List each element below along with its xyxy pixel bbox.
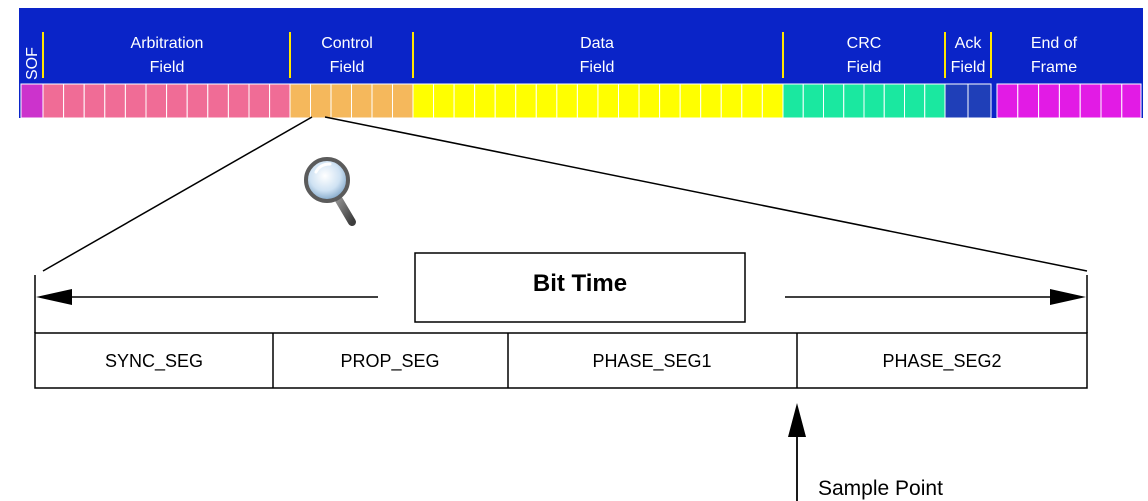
ack-bits — [944, 83, 992, 119]
segment-phase-seg2: PHASE_SEG2 — [882, 351, 1001, 372]
projection-line-left — [42, 116, 313, 272]
field-separators — [42, 32, 992, 78]
ack-label-1: Ack — [955, 35, 983, 52]
ack-label-2: Field — [951, 59, 986, 76]
control-bits — [289, 83, 414, 119]
sof-bit — [20, 83, 44, 119]
sample-point-marker: Sample Point — [788, 403, 943, 501]
arbitration-label-1: Arbitration — [131, 35, 204, 52]
sof-label: SOF — [24, 47, 41, 80]
control-label-1: Control — [321, 35, 373, 52]
segment-prop-seg: PROP_SEG — [340, 351, 439, 372]
arbitration-label-2: Field — [150, 59, 185, 76]
eof-bits — [996, 83, 1142, 119]
bit-cells-row — [20, 83, 1142, 119]
eof-label-2: Frame — [1031, 59, 1077, 76]
bit-time-dimension: Bit Time — [34, 252, 1088, 333]
projection-line-right — [324, 116, 1088, 272]
bit-time-label-box — [414, 252, 746, 323]
crc-label-2: Field — [847, 59, 882, 76]
segments-outline — [34, 332, 1088, 389]
data-bits — [412, 83, 784, 119]
zoom-projection-lines — [42, 116, 1088, 272]
arrow-left-icon — [36, 289, 72, 305]
arbitration-bits — [42, 83, 291, 119]
segment-sync-seg: SYNC_SEG — [105, 351, 203, 372]
control-label-2: Field — [330, 59, 365, 76]
crc-bits — [782, 83, 946, 119]
arrow-right-icon — [1050, 289, 1086, 305]
data-label-2: Field — [580, 59, 615, 76]
sample-point-label: Sample Point — [818, 477, 943, 500]
crc-label-1: CRC — [847, 35, 882, 52]
can-frame-bar: SOF Arbitration Field Control Field Data… — [19, 8, 1143, 119]
eof-label-1: End of — [1031, 35, 1078, 52]
data-label-1: Data — [580, 35, 614, 52]
magnifier-icon — [304, 157, 356, 226]
segment-phase-seg1: PHASE_SEG1 — [592, 351, 711, 372]
bit-time-label: Bit Time — [533, 270, 627, 297]
bit-time-segments: SYNC_SEG PROP_SEG PHASE_SEG1 PHASE_SEG2 — [34, 332, 1088, 389]
arrow-up-icon — [788, 403, 806, 437]
